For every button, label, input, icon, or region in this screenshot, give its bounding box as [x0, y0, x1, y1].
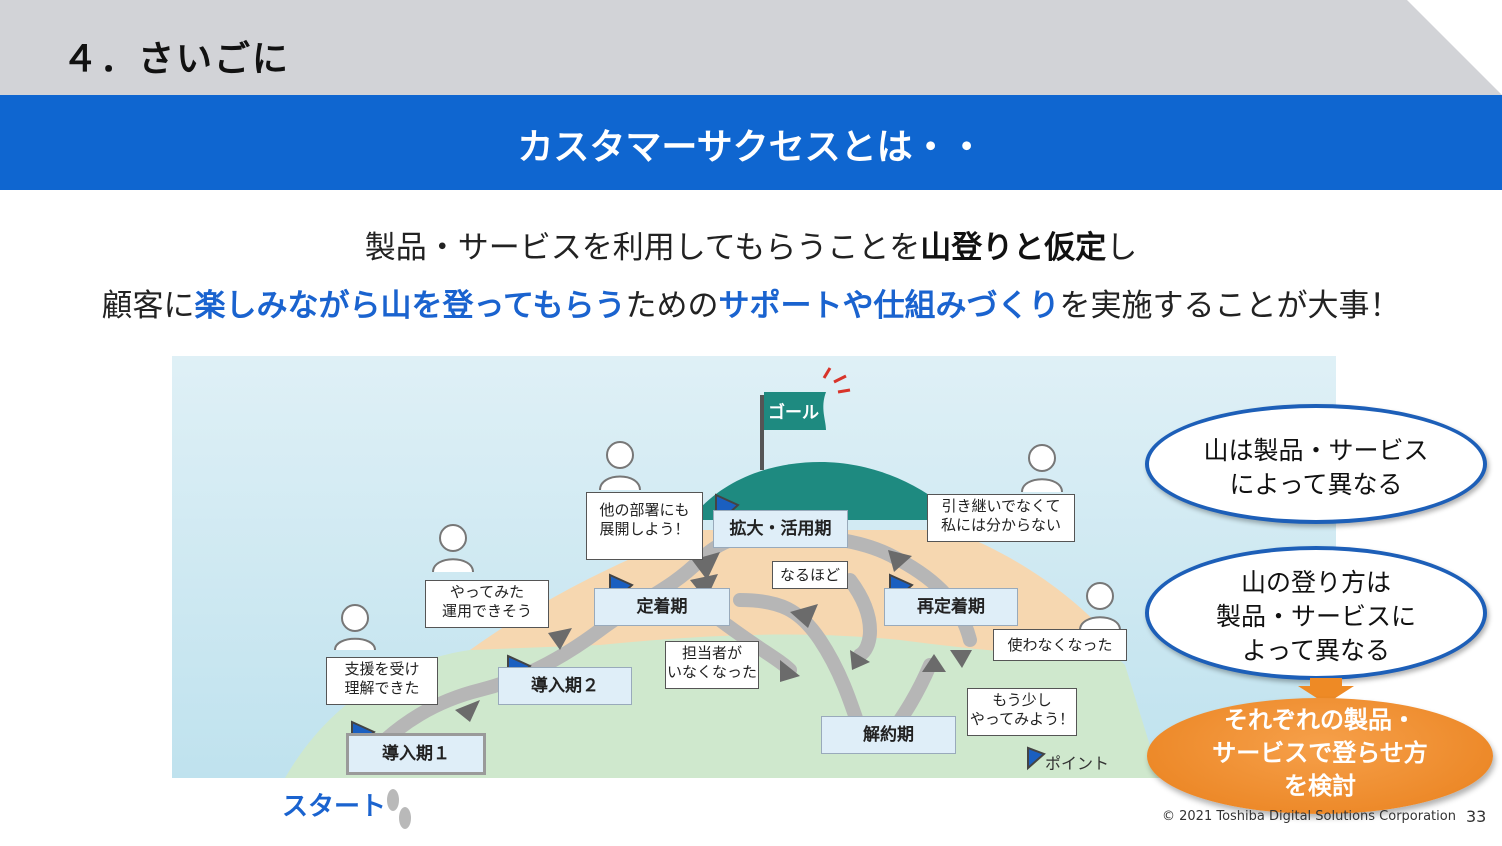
- statement-highlight: サポートや仕組みづくり: [718, 288, 1060, 324]
- mountain-summit: [690, 462, 960, 520]
- statement-text: 顧客に: [101, 288, 195, 324]
- stage-resettle: 再定着期: [884, 588, 1018, 626]
- statement-line-1: 製品・サービスを利用してもらうことを山登りと仮定し: [0, 222, 1502, 267]
- statement-line-2: 顧客に楽しみながら山を登ってもらうためのサポートや仕組みづくりを実施することが大…: [0, 280, 1502, 325]
- bubble-i-see: なるほど: [772, 561, 848, 589]
- stage-expand: 拡大・活用期: [713, 510, 848, 548]
- bubble-staff-gone: 担当者が いなくなった: [665, 641, 759, 689]
- bubble-handover: 引き継いでなくて 私には分からない: [927, 494, 1075, 542]
- statement-text: し: [1106, 230, 1138, 266]
- goal-label: ゴール: [768, 403, 819, 423]
- header-corner-cut: [1407, 0, 1502, 95]
- page-number: 33: [1466, 807, 1487, 826]
- bubble-support: 支援を受け 理解できた: [326, 657, 438, 705]
- down-arrow-icon: [1298, 678, 1354, 704]
- start-label: スタート: [282, 792, 387, 822]
- callout-result: それぞれの製品・ サービスで登らせ方 を検討: [1147, 698, 1493, 814]
- callout-result-text: それぞれの製品・ サービスで登らせ方 を検討: [1212, 706, 1428, 800]
- header-bar: [0, 0, 1502, 95]
- bubble-stopped-using: 使わなくなった: [993, 629, 1127, 661]
- statement-emphasis: 山登りと仮定: [920, 230, 1107, 266]
- bubble-expand-others: 他の部署にも 展開しよう！: [586, 492, 703, 560]
- section-title: ４．さいごに: [62, 39, 291, 80]
- banner-title: カスタマーサクセスとは・・: [517, 127, 985, 168]
- goal-flag: [764, 392, 826, 430]
- customer-figures: [334, 441, 1121, 651]
- stage-settle: 定着期: [594, 588, 730, 626]
- stage-cancel: 解約期: [821, 716, 956, 754]
- statement-highlight: 楽しみながら山を登ってもらう: [194, 288, 626, 324]
- bubble-tried: やってみた 運用できそう: [425, 580, 549, 628]
- bubble-try-more: もう少し やってみよう！: [967, 688, 1077, 736]
- goal-sparkle: [822, 367, 851, 394]
- statement-text: を実施することが大事！: [1059, 288, 1401, 324]
- statement-text: ための: [625, 288, 719, 324]
- stage-intro1: 導入期１: [346, 733, 486, 775]
- title-banner: [0, 95, 1502, 190]
- statement-text: 製品・サービスを利用してもらうことを: [364, 230, 921, 266]
- point-legend: ポイント: [1045, 754, 1110, 773]
- stage-intro2: 導入期２: [498, 667, 632, 705]
- callout-mountain: 山は製品・サービス によって異なる: [1145, 404, 1487, 524]
- callout-climb: 山の登り方は 製品・サービスに よって異なる: [1145, 546, 1487, 680]
- footprints: [387, 789, 411, 829]
- copyright: © 2021 Toshiba Digital Solutions Corpora…: [1162, 809, 1456, 824]
